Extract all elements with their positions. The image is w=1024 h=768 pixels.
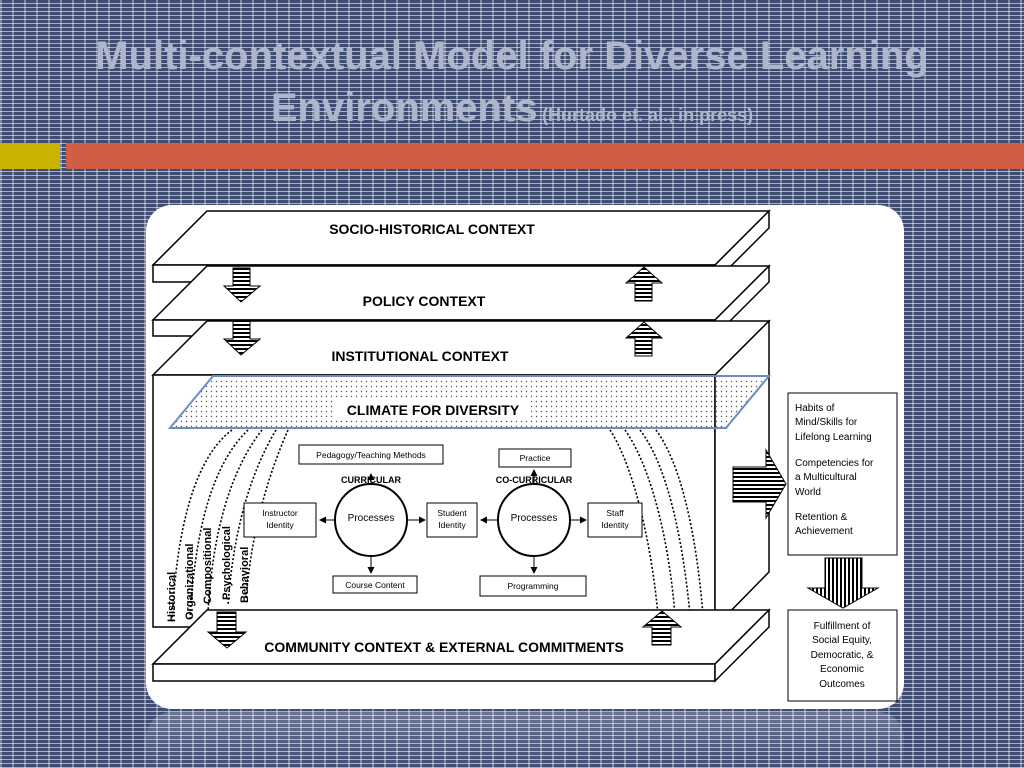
instructor-identity-box	[243, 502, 317, 538]
dimension-psychological: Psychological	[221, 526, 233, 600]
fulfillment-line-3: Democratic, &	[811, 650, 874, 661]
fulfillment-line-1: Fulfillment of	[814, 621, 871, 632]
policy-label: POLICY CONTEXT	[363, 293, 486, 309]
competencies-line-1: Competencies for	[795, 458, 874, 469]
dimension-organizational: Organizational	[184, 544, 196, 620]
socio-historical-label: SOCIO-HISTORICAL CONTEXT	[329, 221, 535, 237]
fulfillment-line-4: Economic	[820, 664, 864, 675]
up-arrow-institutional-to-policy	[624, 321, 664, 357]
student-identity-label-1: Student	[437, 508, 467, 518]
curricular-group	[243, 444, 478, 594]
community-layer	[151, 608, 771, 683]
practice-box	[498, 448, 572, 468]
student-identity-label-2: Identity	[438, 520, 466, 530]
slide-title: Multi-contextual Model for Diverse Learn…	[0, 30, 1024, 143]
retention-line-1: Retention &	[795, 512, 848, 523]
climate-label-bg	[335, 400, 531, 420]
pedagogy-box	[298, 444, 444, 465]
instructor-identity-label-2: Identity	[266, 520, 294, 530]
accent-bar-red	[66, 143, 1024, 169]
panel-reflection	[146, 712, 904, 768]
up-arrow-policy-to-socio	[624, 266, 664, 302]
outcomes-box	[787, 392, 898, 556]
climate-label: CLIMATE FOR DIVERSITY	[347, 402, 520, 418]
programming-label: Programming	[507, 581, 558, 591]
competencies-line-3: World	[795, 487, 821, 498]
habits-line-3: Lifelong Learning	[795, 432, 872, 443]
community-label: COMMUNITY CONTEXT & EXTERNAL COMMITMENTS	[264, 639, 624, 655]
co-curricular-processes-circle	[497, 483, 571, 557]
dimension-behavioral: Behavioral	[239, 547, 251, 603]
slide-title-line1: Multi-contextual Model for Diverse Learn…	[95, 34, 929, 78]
co-curricular-group	[479, 448, 643, 597]
staff-identity-label-1: Staff	[606, 508, 624, 518]
up-arrow-community-to-institutional	[641, 610, 683, 646]
pedagogy-label: Pedagogy/Teaching Methods	[316, 450, 426, 460]
slide-title-line2: Environments	[270, 86, 538, 130]
curricular-heading: CURRICULAR	[341, 475, 401, 485]
climate-curves-right	[609, 429, 704, 616]
down-arrow-socio-to-policy	[222, 267, 262, 303]
right-arrow-to-outcomes	[732, 448, 787, 520]
programming-box	[479, 575, 587, 597]
slide-citation: (Hurtado et. al., in press)	[542, 105, 754, 125]
down-arrow-institutional-to-community	[206, 611, 248, 649]
competencies-line-2: a Multicultural	[795, 472, 857, 483]
dimension-historical: Historical	[166, 572, 178, 622]
course-content-box	[332, 575, 418, 594]
student-identity-box	[426, 502, 478, 538]
institutional-label: INSTITUTIONAL CONTEXT	[331, 348, 509, 364]
habits-line-2: Mind/Skills for	[795, 417, 858, 428]
practice-label: Practice	[520, 453, 551, 463]
staff-identity-label-2: Identity	[601, 520, 629, 530]
fulfillment-line-5: Outcomes	[819, 679, 865, 690]
staff-identity-box	[587, 502, 643, 538]
down-arrow-to-fulfillment	[806, 557, 880, 609]
co-curricular-processes-label: Processes	[511, 513, 558, 524]
fulfillment-line-2: Social Equity,	[812, 635, 872, 646]
co-curricular-heading: CO-CURRICULAR	[496, 475, 573, 485]
course-content-label: Course Content	[345, 580, 405, 590]
habits-line-1: Habits of	[795, 403, 835, 414]
curricular-processes-label: Processes	[348, 513, 395, 524]
climate-curves-left	[171, 429, 289, 623]
instructor-identity-label-1: Instructor	[262, 508, 298, 518]
curricular-processes-circle	[334, 483, 408, 557]
dimension-compositional: Compositional	[202, 528, 214, 604]
retention-line-2: Achievement	[795, 526, 853, 537]
accent-bar-yellow	[0, 143, 60, 169]
fulfillment-box	[787, 609, 898, 702]
down-arrow-policy-to-institutional	[222, 320, 262, 356]
